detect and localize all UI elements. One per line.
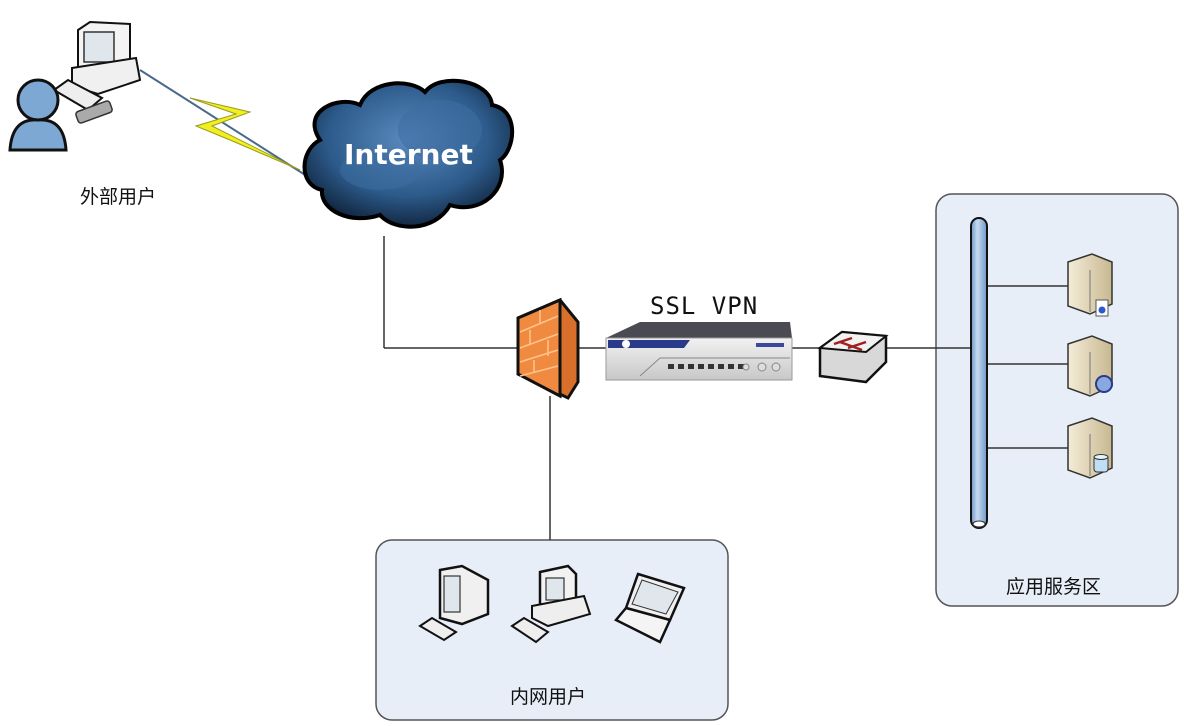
ssl-vpn-label: SSL VPN: [650, 292, 759, 320]
cloud-icon: [302, 78, 515, 229]
laptop-icon: [614, 572, 686, 644]
app-zone-box: [935, 193, 1179, 607]
web-server-icon: [1067, 253, 1113, 317]
user-with-computer-icon: [8, 20, 142, 152]
application-server-icon: [1067, 335, 1113, 397]
database-server-icon: [1067, 417, 1113, 479]
internal-users-label: 内网用户: [510, 686, 587, 708]
internet-label: Internet: [344, 138, 473, 171]
app-zone-label: 应用服务区: [1006, 576, 1102, 598]
links: [383, 236, 1068, 540]
firewall-icon: [516, 297, 580, 400]
external-user-label: 外部用户: [80, 186, 157, 208]
vpn-appliance-icon: [605, 322, 793, 381]
desktop-computer-icon: [510, 564, 592, 644]
server-bus: [970, 217, 988, 529]
switch-icon: [817, 330, 889, 384]
crt-monitor-icon: [418, 564, 490, 642]
wan-lightning-link: [139, 69, 311, 179]
